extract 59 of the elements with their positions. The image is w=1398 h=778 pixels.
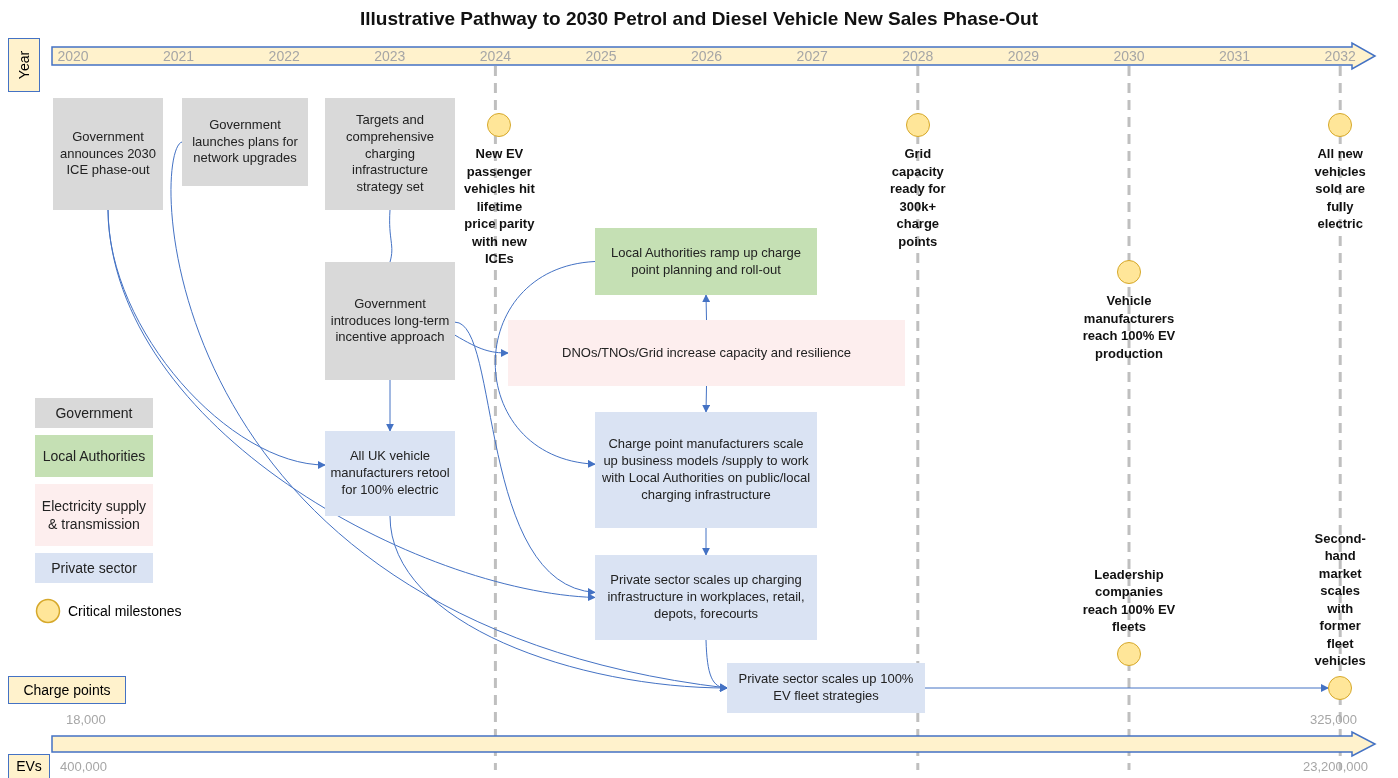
process-box: All UK vehicle manufacturers retool for 100% electric (325, 431, 455, 516)
milestone-circle (487, 113, 512, 137)
process-box: Charge point manufacturers scale up business models /supply to work with Local Authorities on public/local charging infrastructure (595, 412, 817, 528)
process-box: Government introduces long-term incentive approach (325, 262, 455, 380)
year-label: 2024 (478, 48, 512, 64)
connector-arrow (702, 294, 711, 321)
legend-label: Critical milestones (68, 603, 182, 619)
milestone-text: Leadership companies reach 100% EV fleets (1081, 565, 1177, 636)
year-label: 2021 (162, 48, 196, 64)
axis-title: Year (16, 50, 32, 80)
process-box: Government launches plans for network upgrades (182, 98, 308, 186)
legend-key: Government (35, 398, 153, 428)
value-label: 23,200,000 (1303, 759, 1369, 774)
diagram-title: Illustrative Pathway to 2030 Petrol and Diesel Vehicle New Sales Phase-Out (359, 8, 1039, 30)
year-label: 2032 (1323, 48, 1357, 64)
axis-label: EVs (8, 754, 50, 778)
year-label: 2022 (267, 48, 301, 64)
year-label: 2025 (584, 48, 618, 64)
process-box: Private sector scales up 100% EV fleet strategies (727, 663, 925, 713)
milestone-circle (1117, 260, 1141, 284)
connector-line (389, 209, 393, 263)
milestone-text: Vehicle manufacturers reach 100% EV production (1081, 292, 1177, 363)
milestone-text: Second-hand market scales with former fleet vehicles (1313, 529, 1367, 670)
value-label: 325,000 (1310, 712, 1357, 727)
connector-arrow (702, 527, 710, 556)
value-label: 400,000 (60, 759, 107, 774)
connector-arrow (386, 379, 394, 432)
connector-arrow (107, 209, 596, 601)
value-label: 18,000 (66, 712, 106, 727)
connector-arrow (389, 515, 728, 692)
year-label: 2020 (56, 48, 90, 64)
milestone-text: New EV passenger vehicles hit lifetime price parity with new ICEs (463, 145, 536, 268)
milestone-circle (905, 113, 930, 137)
year-label: 2028 (901, 48, 935, 64)
process-box: Government announces 2030 ICE phase-out (53, 98, 163, 210)
year-label: 2029 (1006, 48, 1040, 64)
process-box: DNOs/TNOs/Grid increase capacity and resilience (508, 320, 905, 386)
connector-arrow (702, 385, 711, 413)
milestone-text: All new vehicles sold are fully electric (1313, 145, 1367, 233)
milestone-circle (1328, 113, 1353, 137)
year-label: 2030 (1112, 48, 1146, 64)
milestone-circle (1328, 676, 1353, 700)
legend-key: Electricity supply & transmission (35, 484, 153, 546)
year-label: 2027 (795, 48, 829, 64)
legend-key: Private sector (35, 553, 153, 583)
process-box: Local Authorities ramp up charge point planning and roll-out (595, 228, 817, 295)
milestone-circle (1117, 642, 1141, 666)
connector-arrow (454, 334, 509, 357)
axis-label: Charge points (8, 676, 126, 704)
year-label: 2023 (373, 48, 407, 64)
connector-arrow (924, 684, 1329, 692)
process-box: Private sector scales up charging infrastructure in workplaces, retail, depots, forecourts (595, 555, 817, 640)
year-label: 2031 (1218, 48, 1252, 64)
legend-key: Local Authorities (35, 435, 153, 477)
year-label: 2026 (690, 48, 724, 64)
milestone-text: Grid capacity ready for 300k+ charge points (888, 145, 947, 251)
connector-arrow (454, 321, 596, 595)
process-box: Targets and comprehensive charging infrastructure strategy set (325, 98, 455, 210)
connector-arrow (494, 261, 596, 467)
